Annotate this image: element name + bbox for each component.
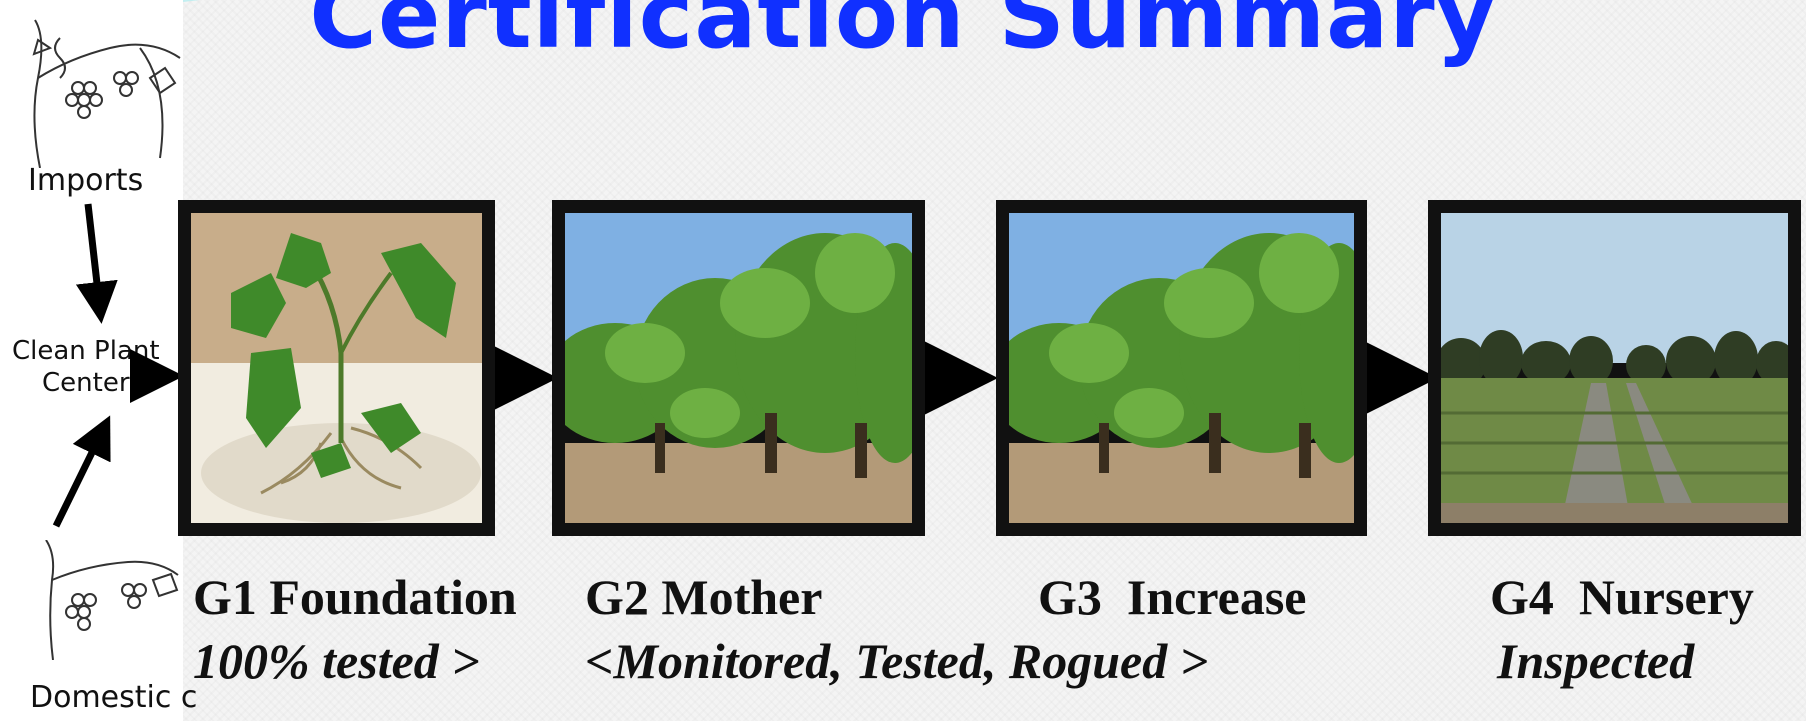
stage-g1-note: 100% tested > — [193, 633, 480, 689]
g4-photo-frame — [1428, 200, 1801, 536]
vineyard-photo — [545, 213, 935, 523]
g3-photo-frame — [989, 200, 1379, 536]
nursery-field-photo — [1436, 213, 1796, 523]
stage-g1-name: G1 Foundation — [193, 569, 517, 625]
g2-photo-frame — [545, 200, 935, 536]
stage-g2-name: G2 Mother — [585, 569, 823, 625]
stage-g4-note: Inspected — [1497, 633, 1695, 689]
domestic-label: Domestic c — [30, 680, 198, 715]
clean-plant-center-text: Clean Plant Center — [12, 336, 160, 398]
stage-g4-name: G4 Nursery — [1490, 569, 1754, 625]
stage-g2-note: <Monitored, Tested, Rogued > — [585, 633, 1209, 689]
grapevine-plantlet-photo — [191, 213, 482, 523]
g1-photo-frame — [178, 200, 495, 536]
clean-plant-center-label: Clean Plant Center — [12, 335, 160, 399]
vineyard-photo — [989, 213, 1379, 523]
imports-label: Imports — [28, 163, 144, 198]
stage-g3-name: G3 Increase — [1038, 569, 1307, 625]
grapevine-sketch-icon — [32, 19, 181, 168]
page-title: Certification Summary — [309, 0, 1497, 69]
grapevine-sketch-icon — [45, 540, 179, 660]
